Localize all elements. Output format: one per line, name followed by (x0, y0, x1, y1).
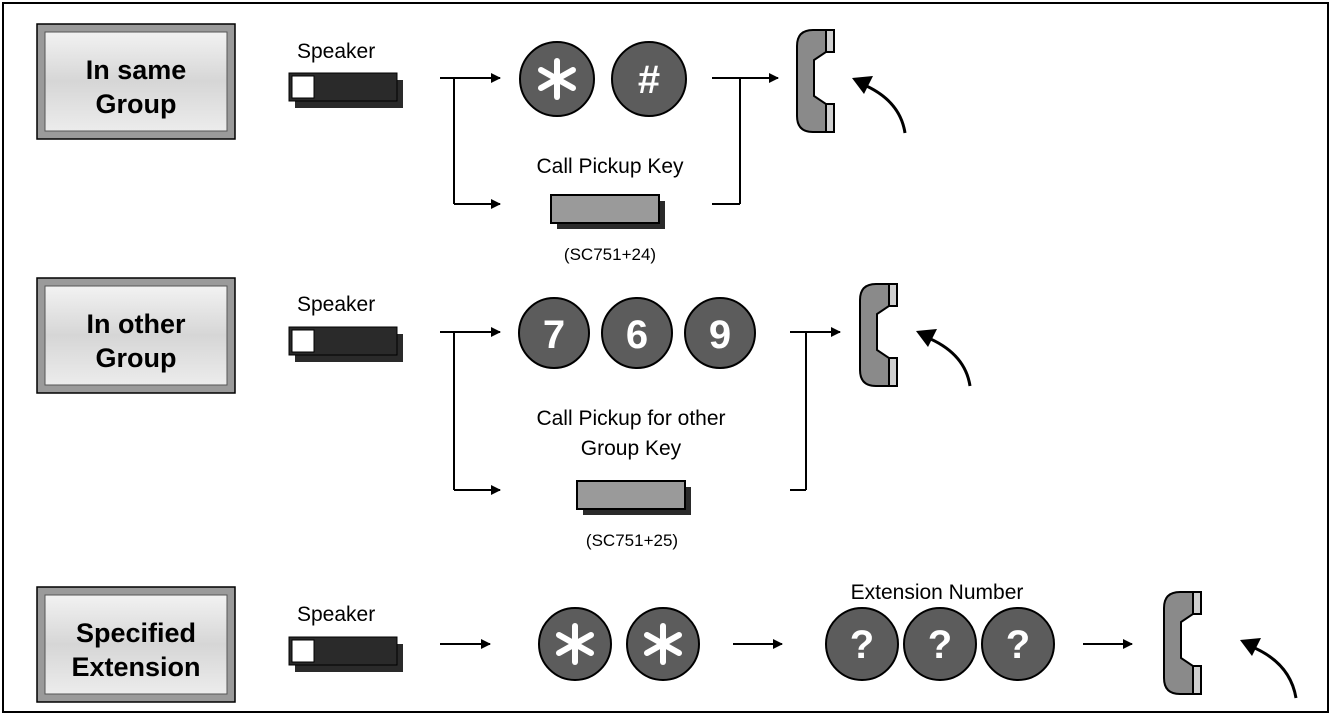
lift-arrow-icon (916, 329, 972, 387)
extension-key-label: ? (1006, 623, 1030, 667)
mode-box-line-2: Extension (71, 652, 200, 682)
mode-box-line-1: In other (87, 309, 186, 339)
row-specified-extension: Specified Extension Speaker (36, 581, 1298, 703)
key-hash-label: # (638, 58, 660, 102)
row-same-group: In same Group Speaker (36, 23, 907, 264)
key-9-label: 9 (709, 313, 731, 357)
extension-key[interactable]: ? (825, 607, 899, 681)
handset-icon (1163, 591, 1202, 695)
key-6-label: 6 (626, 313, 648, 357)
mode-box-line-1: In same (86, 55, 187, 85)
key-6[interactable]: 6 (601, 297, 673, 369)
pickup-key-label-line-1: Call Pickup for other (536, 407, 725, 430)
flow-arrow-icon (440, 327, 841, 495)
key-star[interactable] (538, 607, 612, 681)
key-7[interactable]: 7 (518, 297, 590, 369)
service-code: (SC751+24) (564, 245, 656, 264)
mode-box-line-2: Group (96, 343, 177, 373)
speaker-label: Speaker (297, 603, 375, 626)
star-icon (556, 623, 594, 665)
extension-key[interactable]: ? (903, 607, 977, 681)
row-other-group: In other Group Speaker 7 6 (36, 277, 972, 550)
flow-arrow-icon (440, 73, 779, 209)
mode-box: In other Group (36, 277, 236, 394)
extension-number-label: Extension Number (851, 581, 1024, 604)
pickup-key-label-line-2: Group Key (581, 437, 682, 460)
mode-box-line-1: Specified (76, 618, 196, 648)
speaker-label: Speaker (297, 40, 375, 63)
lift-arrow-icon (1240, 638, 1298, 699)
mode-box-line-2: Group (96, 89, 177, 119)
handset-icon (859, 283, 898, 387)
speaker-label: Speaker (297, 293, 375, 316)
extension-key-label: ? (850, 623, 874, 667)
service-code: (SC751+25) (586, 531, 678, 550)
speaker-button-icon[interactable] (288, 72, 403, 108)
key-hash[interactable]: # (611, 41, 687, 117)
star-icon (538, 58, 576, 100)
key-7-label: 7 (543, 313, 565, 357)
key-star[interactable] (519, 41, 595, 117)
speaker-button-icon[interactable] (288, 636, 403, 672)
lift-arrow-icon (852, 76, 907, 134)
key-9[interactable]: 9 (684, 297, 756, 369)
pickup-key-button[interactable] (550, 194, 665, 229)
star-icon (644, 623, 682, 665)
pickup-key-label: Call Pickup Key (536, 155, 684, 178)
handset-icon (796, 29, 835, 133)
extension-key[interactable]: ? (981, 607, 1055, 681)
pickup-key-button[interactable] (576, 480, 691, 515)
key-star[interactable] (626, 607, 700, 681)
speaker-button-icon[interactable] (288, 326, 403, 362)
mode-box: Specified Extension (36, 586, 236, 703)
mode-box: In same Group (36, 23, 236, 140)
extension-key-label: ? (928, 623, 952, 667)
